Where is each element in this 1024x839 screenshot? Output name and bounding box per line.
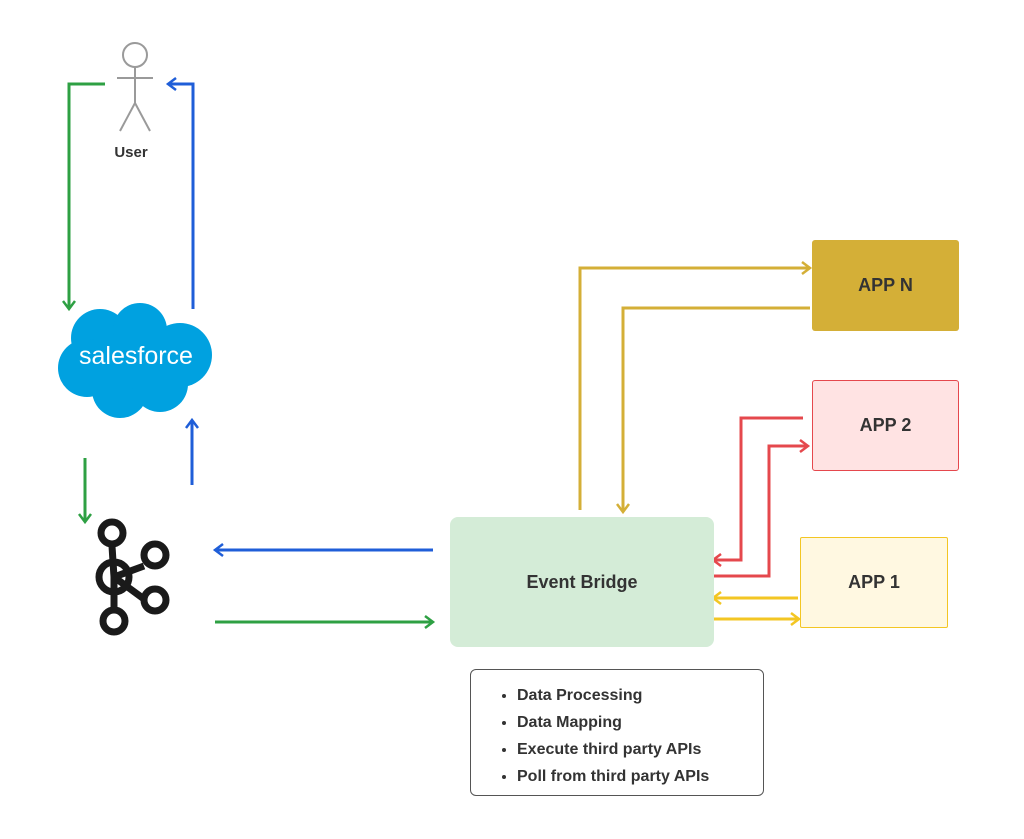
app-2-label: APP 2 [859, 415, 912, 435]
event-bridge-box: Event Bridge [450, 517, 714, 647]
salesforce-logo-text: salesforce [79, 342, 193, 370]
user-icon [117, 42, 153, 132]
arrow-eventbridge-to-app-2 [714, 439, 811, 578]
feature-item: Data Processing [517, 682, 763, 709]
arrow-eventbridge-to-app-n [578, 261, 813, 510]
feature-item: Data Mapping [517, 709, 763, 736]
feature-list-box: Data Processing Data Mapping Execute thi… [470, 669, 764, 796]
feature-item: Execute third party APIs [517, 736, 763, 763]
app-n-box: APP N [812, 240, 959, 331]
feature-item: Poll from third party APIs [517, 763, 763, 790]
arrow-salesforce-to-user [165, 77, 195, 309]
feature-list: Data Processing Data Mapping Execute thi… [471, 682, 763, 790]
arrow-app-2-to-eventbridge [710, 416, 803, 567]
arrow-app-n-to-eventbridge [616, 306, 810, 515]
app-n-label: APP N [858, 275, 913, 295]
kafka-icon [95, 518, 170, 636]
arrow-user-to-salesforce [62, 82, 105, 312]
salesforce-logo [58, 303, 212, 418]
app-1-label: APP 1 [848, 572, 900, 592]
event-bridge-label: Event Bridge [526, 571, 638, 592]
app-1-box: APP 1 [800, 537, 948, 628]
app-2-box: APP 2 [812, 380, 959, 471]
user-label: User [114, 144, 148, 161]
